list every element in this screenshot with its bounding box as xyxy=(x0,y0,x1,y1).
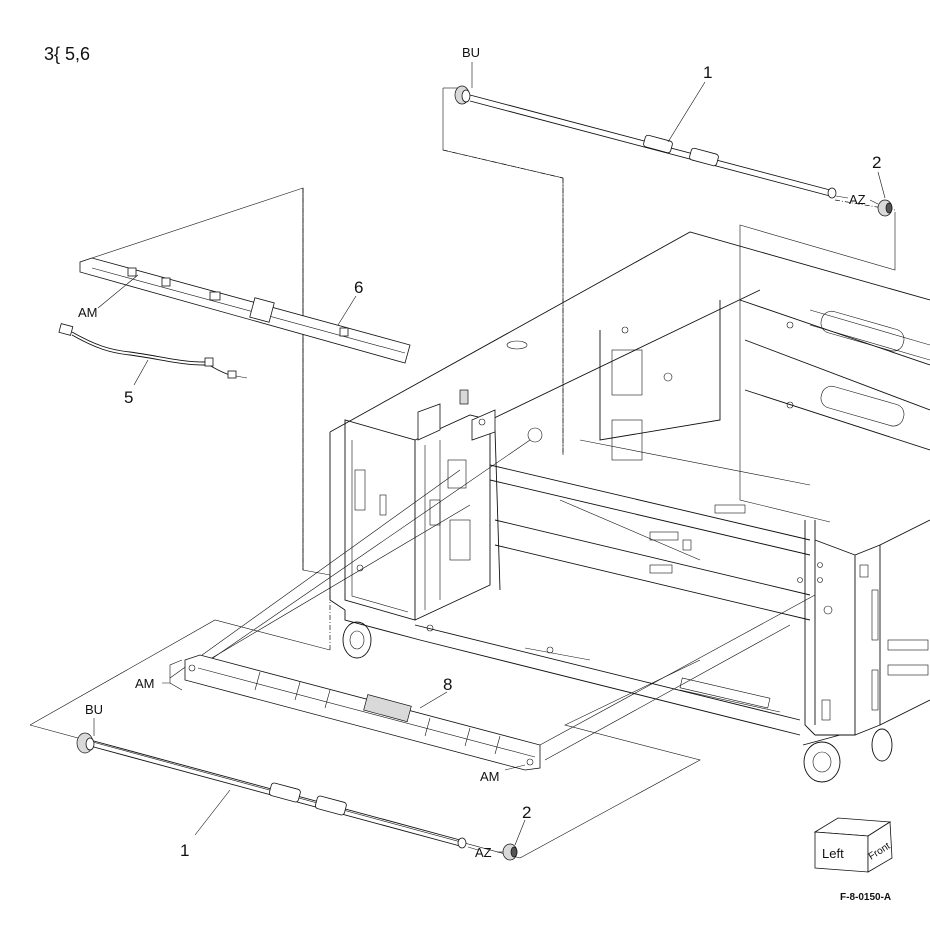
page-title: 3{ 5,6 xyxy=(44,44,90,64)
callout-part-5: 5 xyxy=(124,388,133,407)
callout-am-left: AM xyxy=(135,676,155,691)
callout-part-6: 6 xyxy=(354,278,363,297)
callout-part-1-top: 1 xyxy=(703,63,712,82)
alignment-dash-lines xyxy=(302,149,896,650)
roller-shaft-bottom xyxy=(76,732,467,849)
roller-shaft-top xyxy=(454,85,837,199)
callout-bu-bottom: BU xyxy=(85,702,103,717)
callout-part-2-bottom: 2 xyxy=(522,803,531,822)
bearing-bottom xyxy=(502,843,518,861)
bearing-top xyxy=(877,199,893,217)
callout-bu-top: BU xyxy=(462,45,480,60)
orientation-cube: Left Front xyxy=(813,817,893,873)
figure-id: F-8-0150-A xyxy=(840,892,891,903)
callout-am-bottom: AM xyxy=(480,769,500,784)
callout-leaders xyxy=(93,62,886,853)
callout-part-2-top: 2 xyxy=(872,153,881,172)
guide-rail-part-8 xyxy=(184,654,541,771)
guide-rail-part-6 xyxy=(79,257,411,364)
cube-left-label: Left xyxy=(822,846,844,861)
callout-am-part-6: AM xyxy=(78,305,98,320)
callout-part-8: 8 xyxy=(443,675,452,694)
callout-az-bottom: AZ xyxy=(475,845,492,860)
callout-part-1-bottom: 1 xyxy=(180,841,189,860)
wire-harness-part-5 xyxy=(58,323,248,379)
tray-chassis-frame xyxy=(329,231,930,783)
callout-az-top: AZ xyxy=(849,192,866,207)
